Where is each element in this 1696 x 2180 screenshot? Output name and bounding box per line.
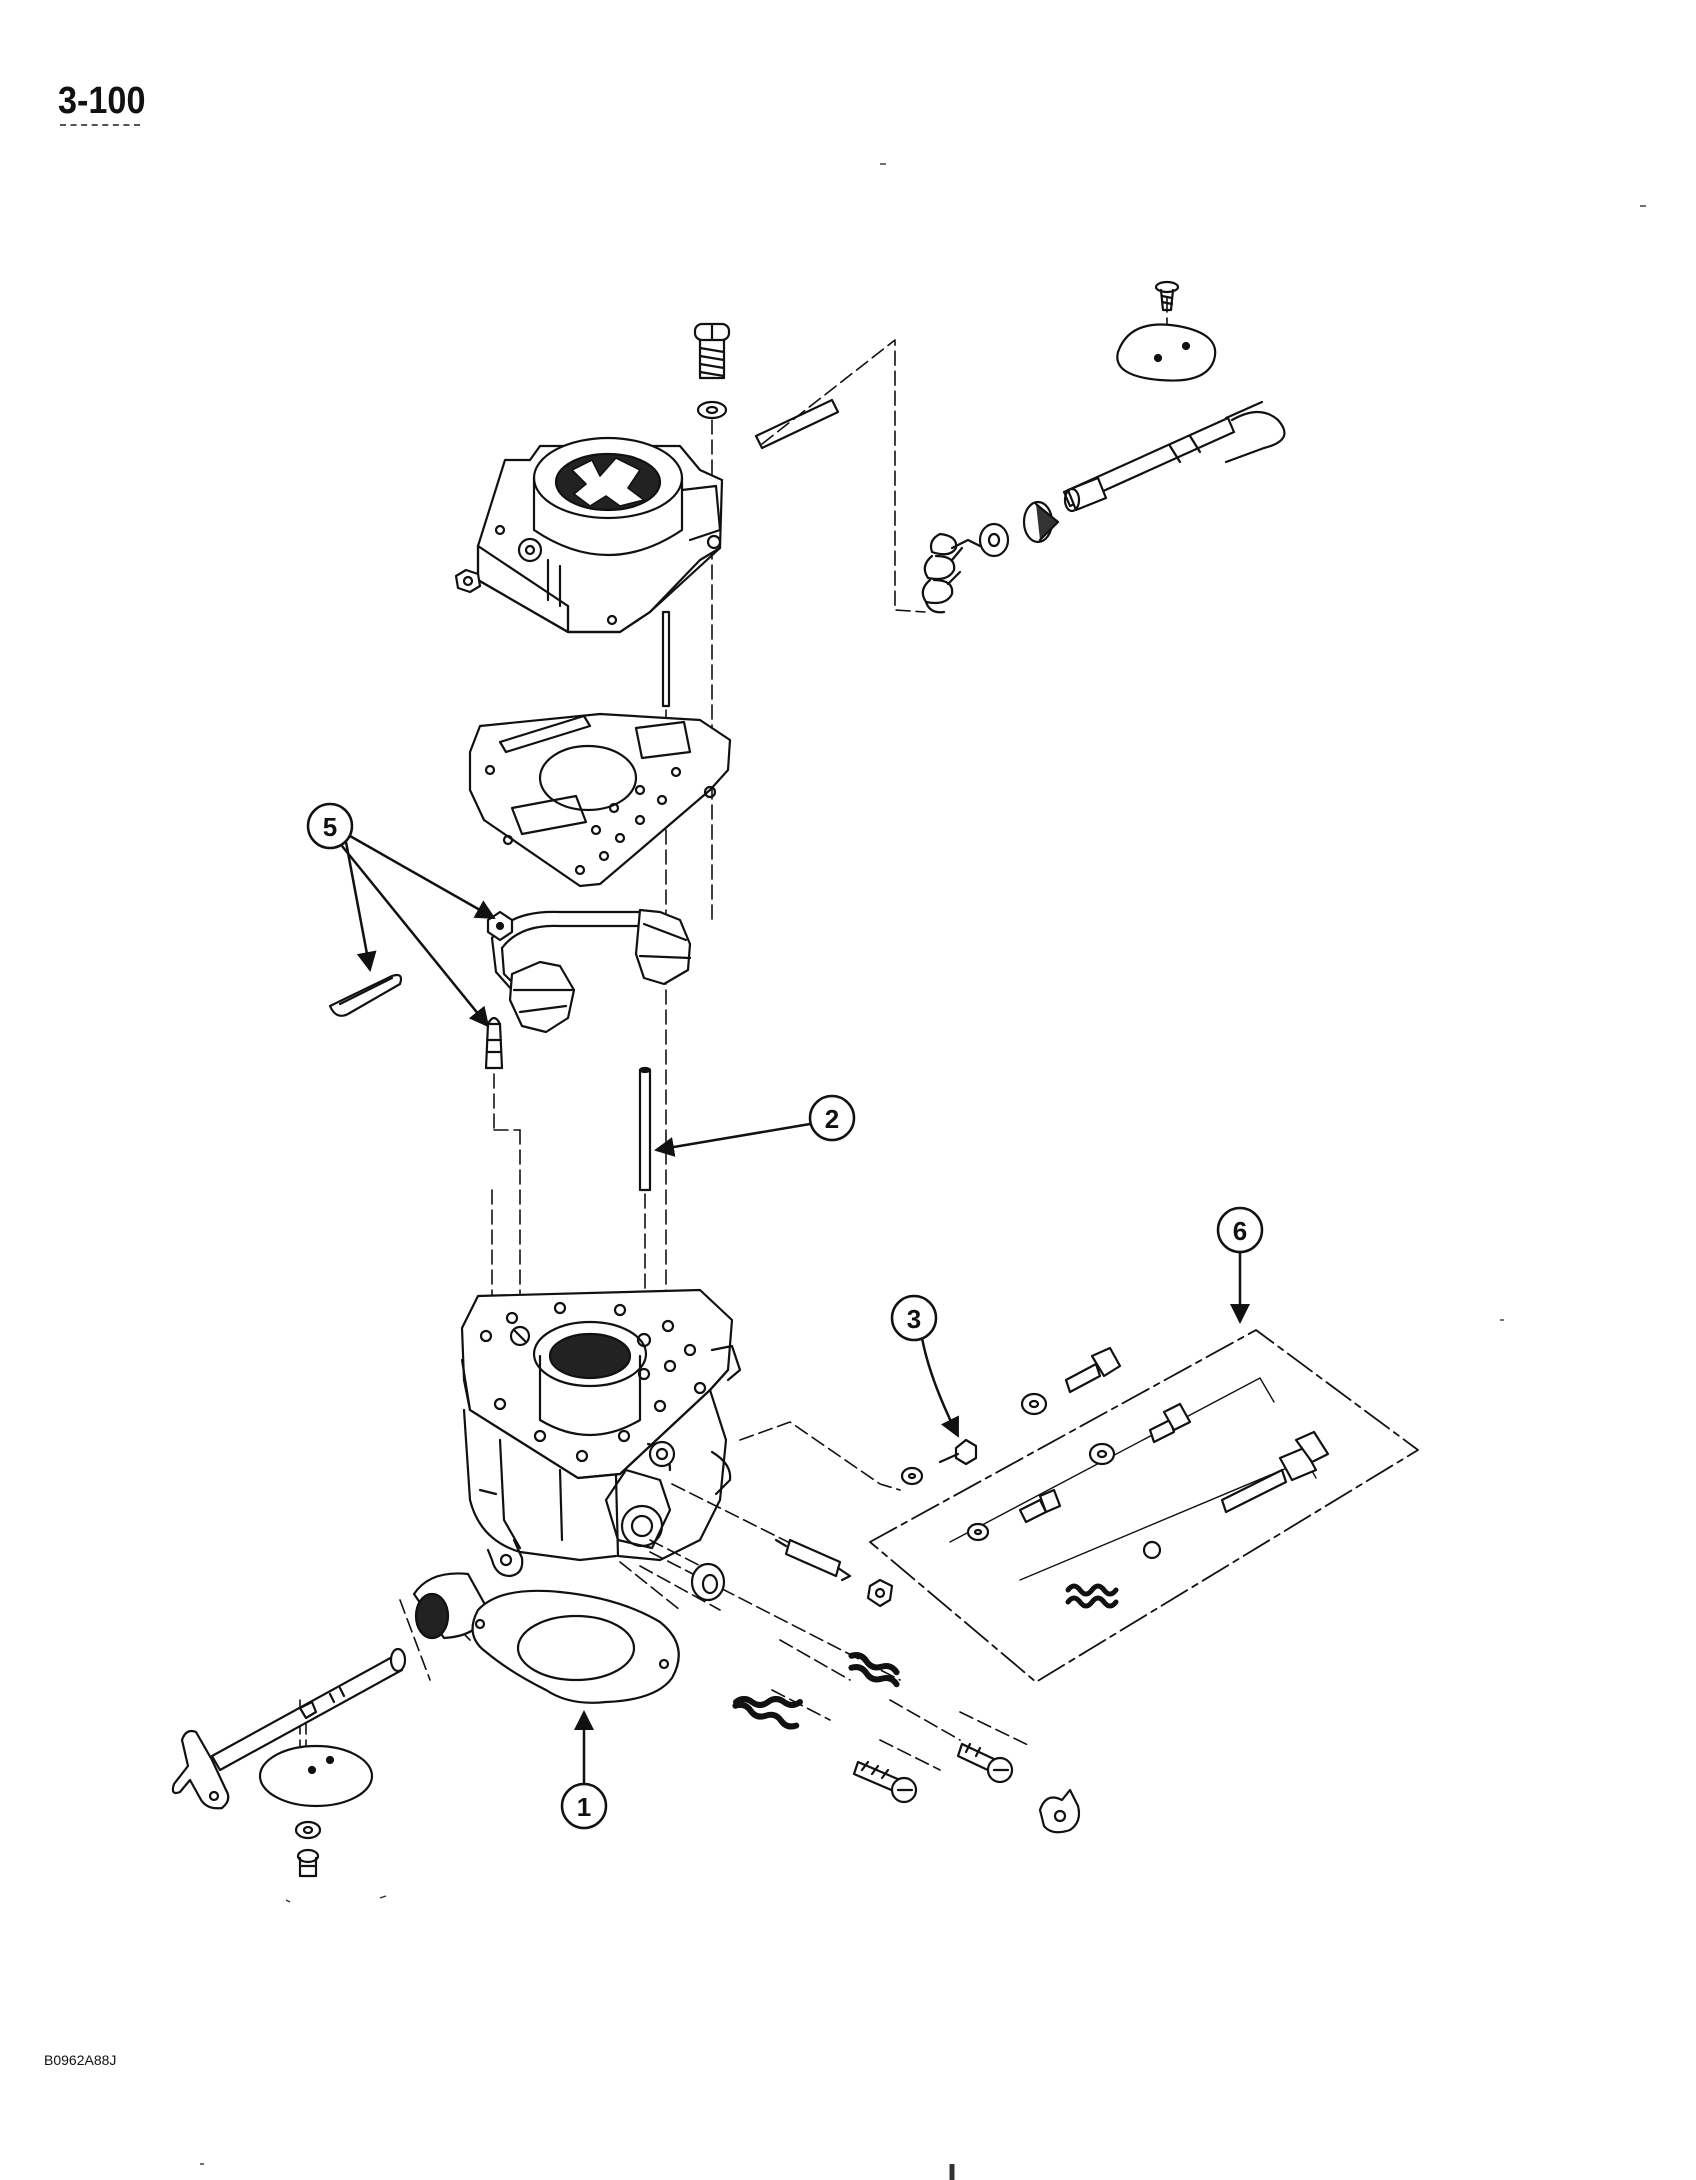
idle-speed-spring [732,1696,803,1730]
callout-1-label: 1 [577,1792,591,1822]
kit-washer-4 [966,1522,990,1542]
top-washer [696,400,728,420]
throttle-washer [294,1820,322,1840]
callout-1: 1 [560,1710,608,1830]
idle-speed-screw [852,1760,918,1804]
choke-lever-collar [1063,476,1108,513]
body-gasket [468,712,732,888]
callout-6-label: 6 [1233,1216,1247,1246]
kit-plug-2 [1148,1402,1192,1444]
air-horn-nut [454,568,482,594]
callout-6: 6 [1216,1206,1264,1324]
throttle-bushing [412,1572,490,1640]
float-hinge-pin [328,973,403,1017]
callout-5: 5 [306,802,496,1028]
figure-code: B0962A88J [44,2052,117,2068]
dowel-pin-2 [638,1066,652,1192]
idle-needle [774,1538,852,1582]
main-body [460,1288,742,1578]
kit-o-ring [1142,1540,1162,1560]
callout-5-label: 5 [323,812,337,842]
kit-spring [1065,1583,1119,1609]
top-screw [693,322,731,380]
kit-washer-3 [1088,1442,1116,1466]
kit-washer-2 [900,1466,924,1486]
float-assembly [486,908,692,1034]
idle-washer [866,1578,894,1608]
kit-jet-2 [1018,1488,1062,1524]
choke-spring [921,532,982,614]
page-number-underline [60,124,140,126]
air-horn-body [476,436,724,634]
throttle-shaft [210,1647,407,1772]
needle-valve [484,1016,504,1070]
throttle-lever [171,1729,230,1810]
kit-plug-1 [1064,1346,1122,1394]
kit-washer-1 [1020,1392,1048,1416]
flange-gasket [471,1589,680,1704]
page-number: 3-100 [58,80,146,122]
body-washer-large [690,1562,726,1602]
choke-shaft [1062,400,1286,508]
callout-2: 2 [654,1094,856,1157]
callout-3-label: 3 [907,1304,921,1334]
throttle-plate [258,1744,374,1808]
idle-mixture-screw [956,1742,1014,1784]
choke-cone [1022,500,1060,544]
choke-plate [1116,323,1217,382]
long-pin-upper [661,610,671,708]
kit-inner-boundary [949,1377,1317,1581]
scan-marks [200,163,1646,2180]
choke-washer [978,522,1010,558]
kit-jet-3 [938,1438,978,1466]
limiter-cap [1038,1788,1081,1834]
kit-power-valve [1220,1430,1330,1514]
top-pin [754,398,840,450]
callout-2-label: 2 [825,1104,839,1134]
callout-3: 3 [890,1294,960,1438]
idle-mixture-spring [848,1652,900,1688]
kit-boundary [869,1329,1419,1683]
choke-screw [1154,280,1180,312]
throttle-screw [296,1848,320,1878]
